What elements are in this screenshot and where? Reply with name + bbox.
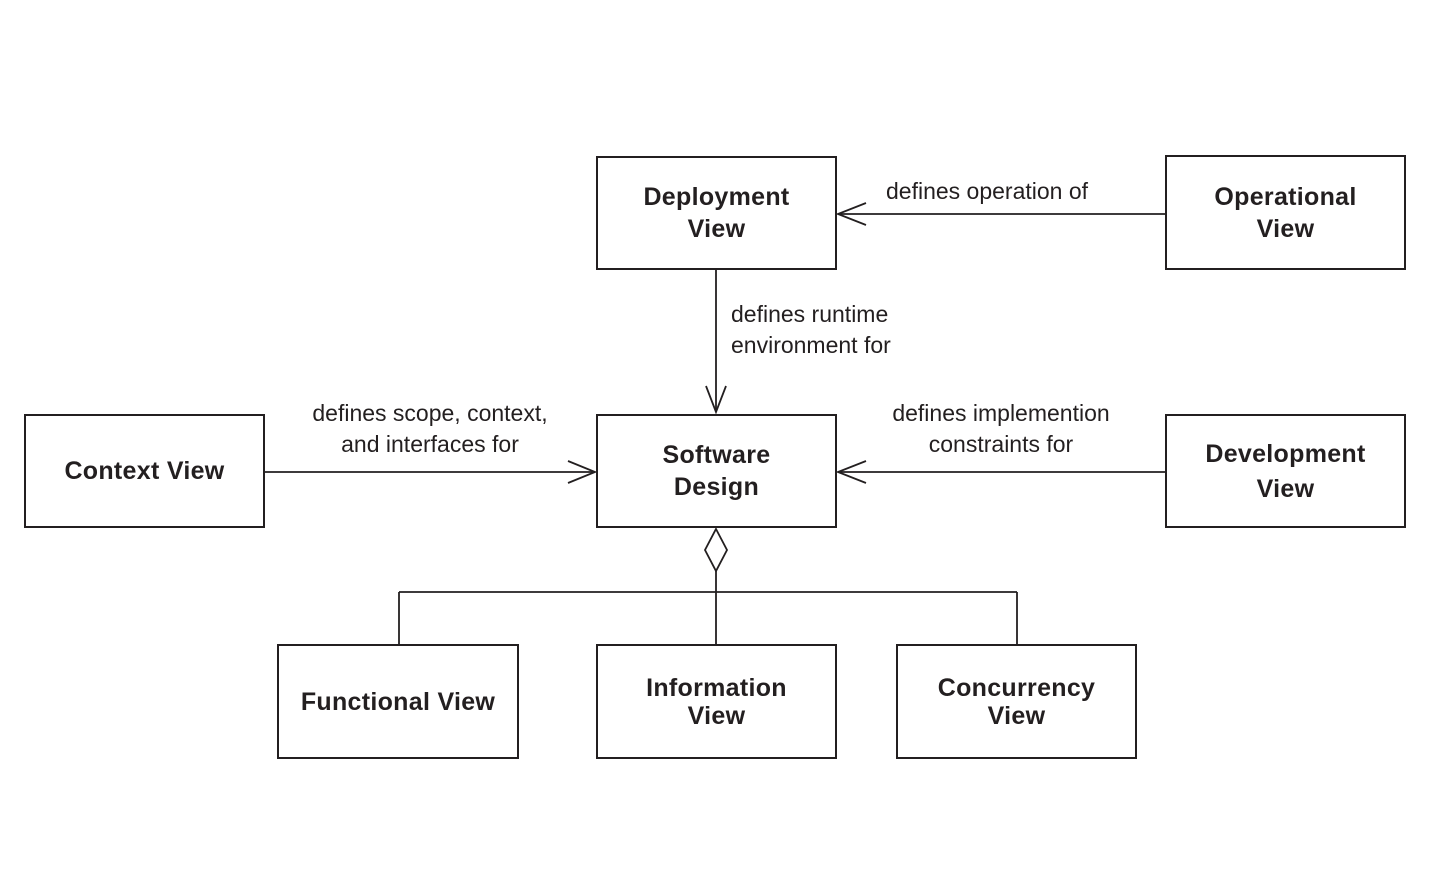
information-view-label-line2: View: [687, 701, 746, 730]
functional-view-box: Functional View: [277, 644, 519, 759]
information-view-box: Information View: [596, 644, 837, 759]
software-design-label-line1: Software: [662, 441, 771, 469]
concurrency-view-label-line1: Concurrency: [937, 673, 1096, 702]
edge-label-line: constraints for: [928, 431, 1074, 457]
arrowhead-open-icon: [567, 460, 598, 484]
deployment-view-box: Deployment View: [596, 156, 837, 270]
edge-label-development-software: defines implemention constraints for: [851, 398, 1151, 460]
concurrency-view-box: Concurrency View: [896, 644, 1137, 759]
edge-label-line: defines operation of: [886, 178, 1089, 204]
edge-label-line: defines runtime: [731, 301, 889, 327]
functional-view-label: Functional View: [300, 687, 496, 716]
edge-label-line: defines implemention: [892, 400, 1110, 426]
edge-label-line: and interfaces for: [341, 431, 519, 457]
arrowhead-open-icon: [835, 202, 867, 226]
edge-label-context-software: defines scope, context, and interfaces f…: [280, 398, 580, 460]
context-view-label: Context View: [64, 457, 225, 485]
operational-view-label-line2: View: [1256, 214, 1315, 243]
concurrency-view-label-line2: View: [987, 701, 1046, 730]
development-view-label-line1: Development: [1205, 439, 1366, 468]
arrowhead-open-icon: [835, 460, 867, 484]
context-view-box: Context View: [24, 414, 265, 528]
operational-view-box: Operational View: [1165, 155, 1406, 270]
edge-label-deployment-software: defines runtime environment for: [731, 299, 891, 361]
development-view-box: Development View: [1165, 414, 1406, 528]
edge-label-line: environment for: [731, 332, 891, 358]
software-design-label-line2: Design: [673, 473, 760, 501]
software-design-box: Software Design: [596, 414, 837, 528]
edge-label-operational-deployment: defines operation of: [886, 176, 1088, 207]
development-view-label-line2: View: [1256, 474, 1315, 503]
information-view-label-line1: Information: [646, 673, 787, 702]
deployment-view-label-line2: View: [687, 215, 746, 243]
operational-view-label-line1: Operational: [1214, 182, 1357, 211]
edge-label-line: defines scope, context,: [312, 400, 548, 426]
deployment-view-label-line1: Deployment: [643, 183, 790, 211]
aggregation-diamond-icon: [703, 527, 729, 573]
arrowhead-open-icon: [705, 385, 727, 415]
